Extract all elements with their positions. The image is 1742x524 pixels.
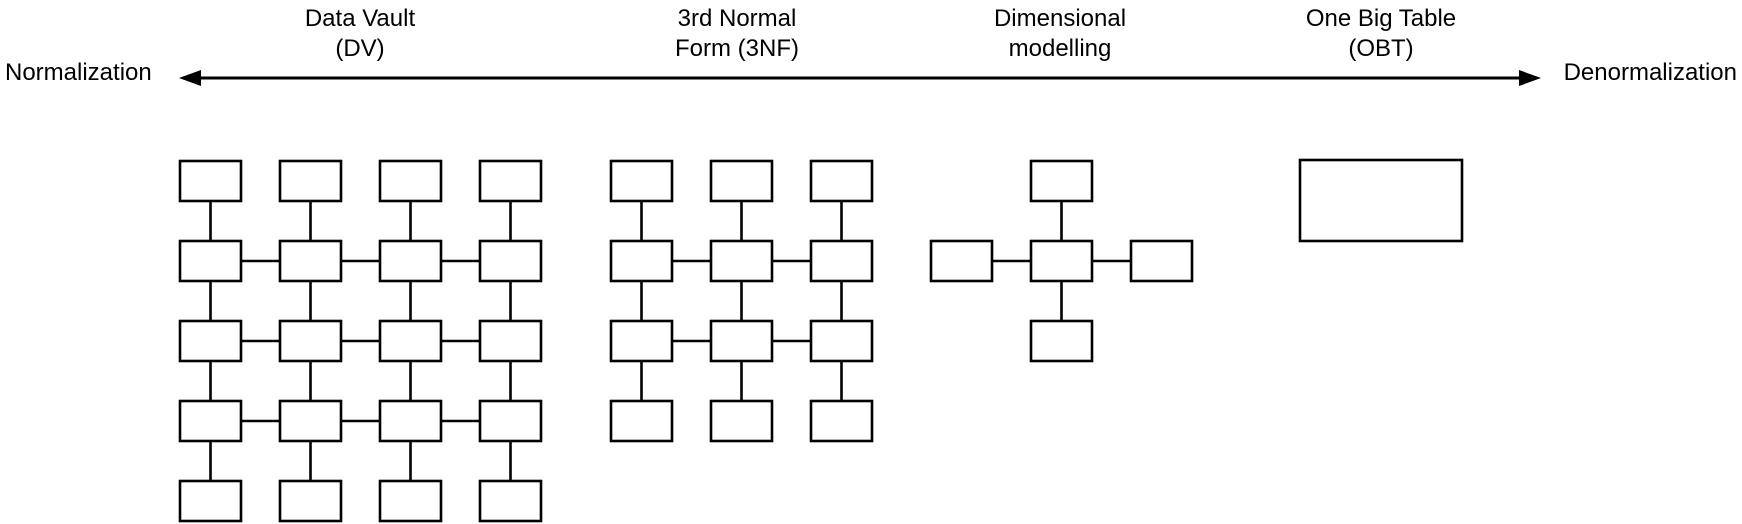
label-line-2: (DV)	[335, 35, 385, 62]
table-box	[709, 159, 774, 203]
table-box	[378, 479, 443, 523]
table-box	[1029, 239, 1094, 283]
table-box	[178, 479, 243, 523]
table-box	[278, 399, 343, 443]
table-box	[178, 319, 243, 363]
diagram-data-vault-schema	[178, 159, 543, 523]
label-data-vault: Data Vault (DV)	[200, 4, 520, 64]
diagram-third-normal-form-schema	[609, 159, 874, 443]
table-box	[178, 399, 243, 443]
table-box	[278, 479, 343, 523]
table-box	[178, 239, 243, 283]
label-line-2: Form (3NF)	[675, 35, 799, 62]
label-line-2: modelling	[1008, 35, 1112, 62]
table-box	[278, 239, 343, 283]
table-box	[709, 319, 774, 363]
table-box	[609, 159, 674, 203]
diagram-dimensional-model-star-schema	[929, 159, 1194, 363]
table-box	[178, 159, 243, 203]
label-line-1: One Big Table	[1305, 5, 1457, 32]
table-box	[378, 399, 443, 443]
axis-label-normalization: Normalization	[5, 59, 152, 86]
spectrum-arrow	[179, 70, 1541, 86]
label-dimensional-modelling: Dimensional modelling	[900, 4, 1220, 64]
table-box	[1298, 158, 1464, 243]
label-line-1: Data Vault	[304, 5, 416, 32]
label-line-1: Dimensional	[993, 5, 1127, 32]
label-one-big-table: One Big Table (OBT)	[1221, 4, 1541, 64]
table-box	[478, 239, 543, 283]
table-box	[478, 399, 543, 443]
label-line-1: 3rd Normal	[677, 5, 797, 32]
table-box	[609, 319, 674, 363]
table-box	[1029, 319, 1094, 363]
table-box	[378, 239, 443, 283]
table-box	[929, 239, 994, 283]
right-arrowhead-icon	[1519, 70, 1541, 86]
label-third-normal-form: 3rd Normal Form (3NF)	[577, 4, 897, 64]
table-box	[1129, 239, 1194, 283]
table-box	[709, 399, 774, 443]
table-box	[378, 159, 443, 203]
table-box	[478, 319, 543, 363]
table-box	[278, 159, 343, 203]
label-line-2: (OBT)	[1348, 35, 1414, 62]
table-box	[809, 239, 874, 283]
table-box	[478, 479, 543, 523]
table-box	[709, 239, 774, 283]
table-box	[809, 399, 874, 443]
axis-label-denormalization: Denormalization	[1563, 59, 1737, 86]
table-box	[609, 399, 674, 443]
table-box	[809, 319, 874, 363]
table-box	[1029, 159, 1094, 203]
table-box	[478, 159, 543, 203]
table-box	[809, 159, 874, 203]
table-box	[609, 239, 674, 283]
table-box	[278, 319, 343, 363]
diagram-one-big-table-schema	[1298, 158, 1464, 243]
table-box	[378, 319, 443, 363]
left-arrowhead-icon	[179, 70, 201, 86]
